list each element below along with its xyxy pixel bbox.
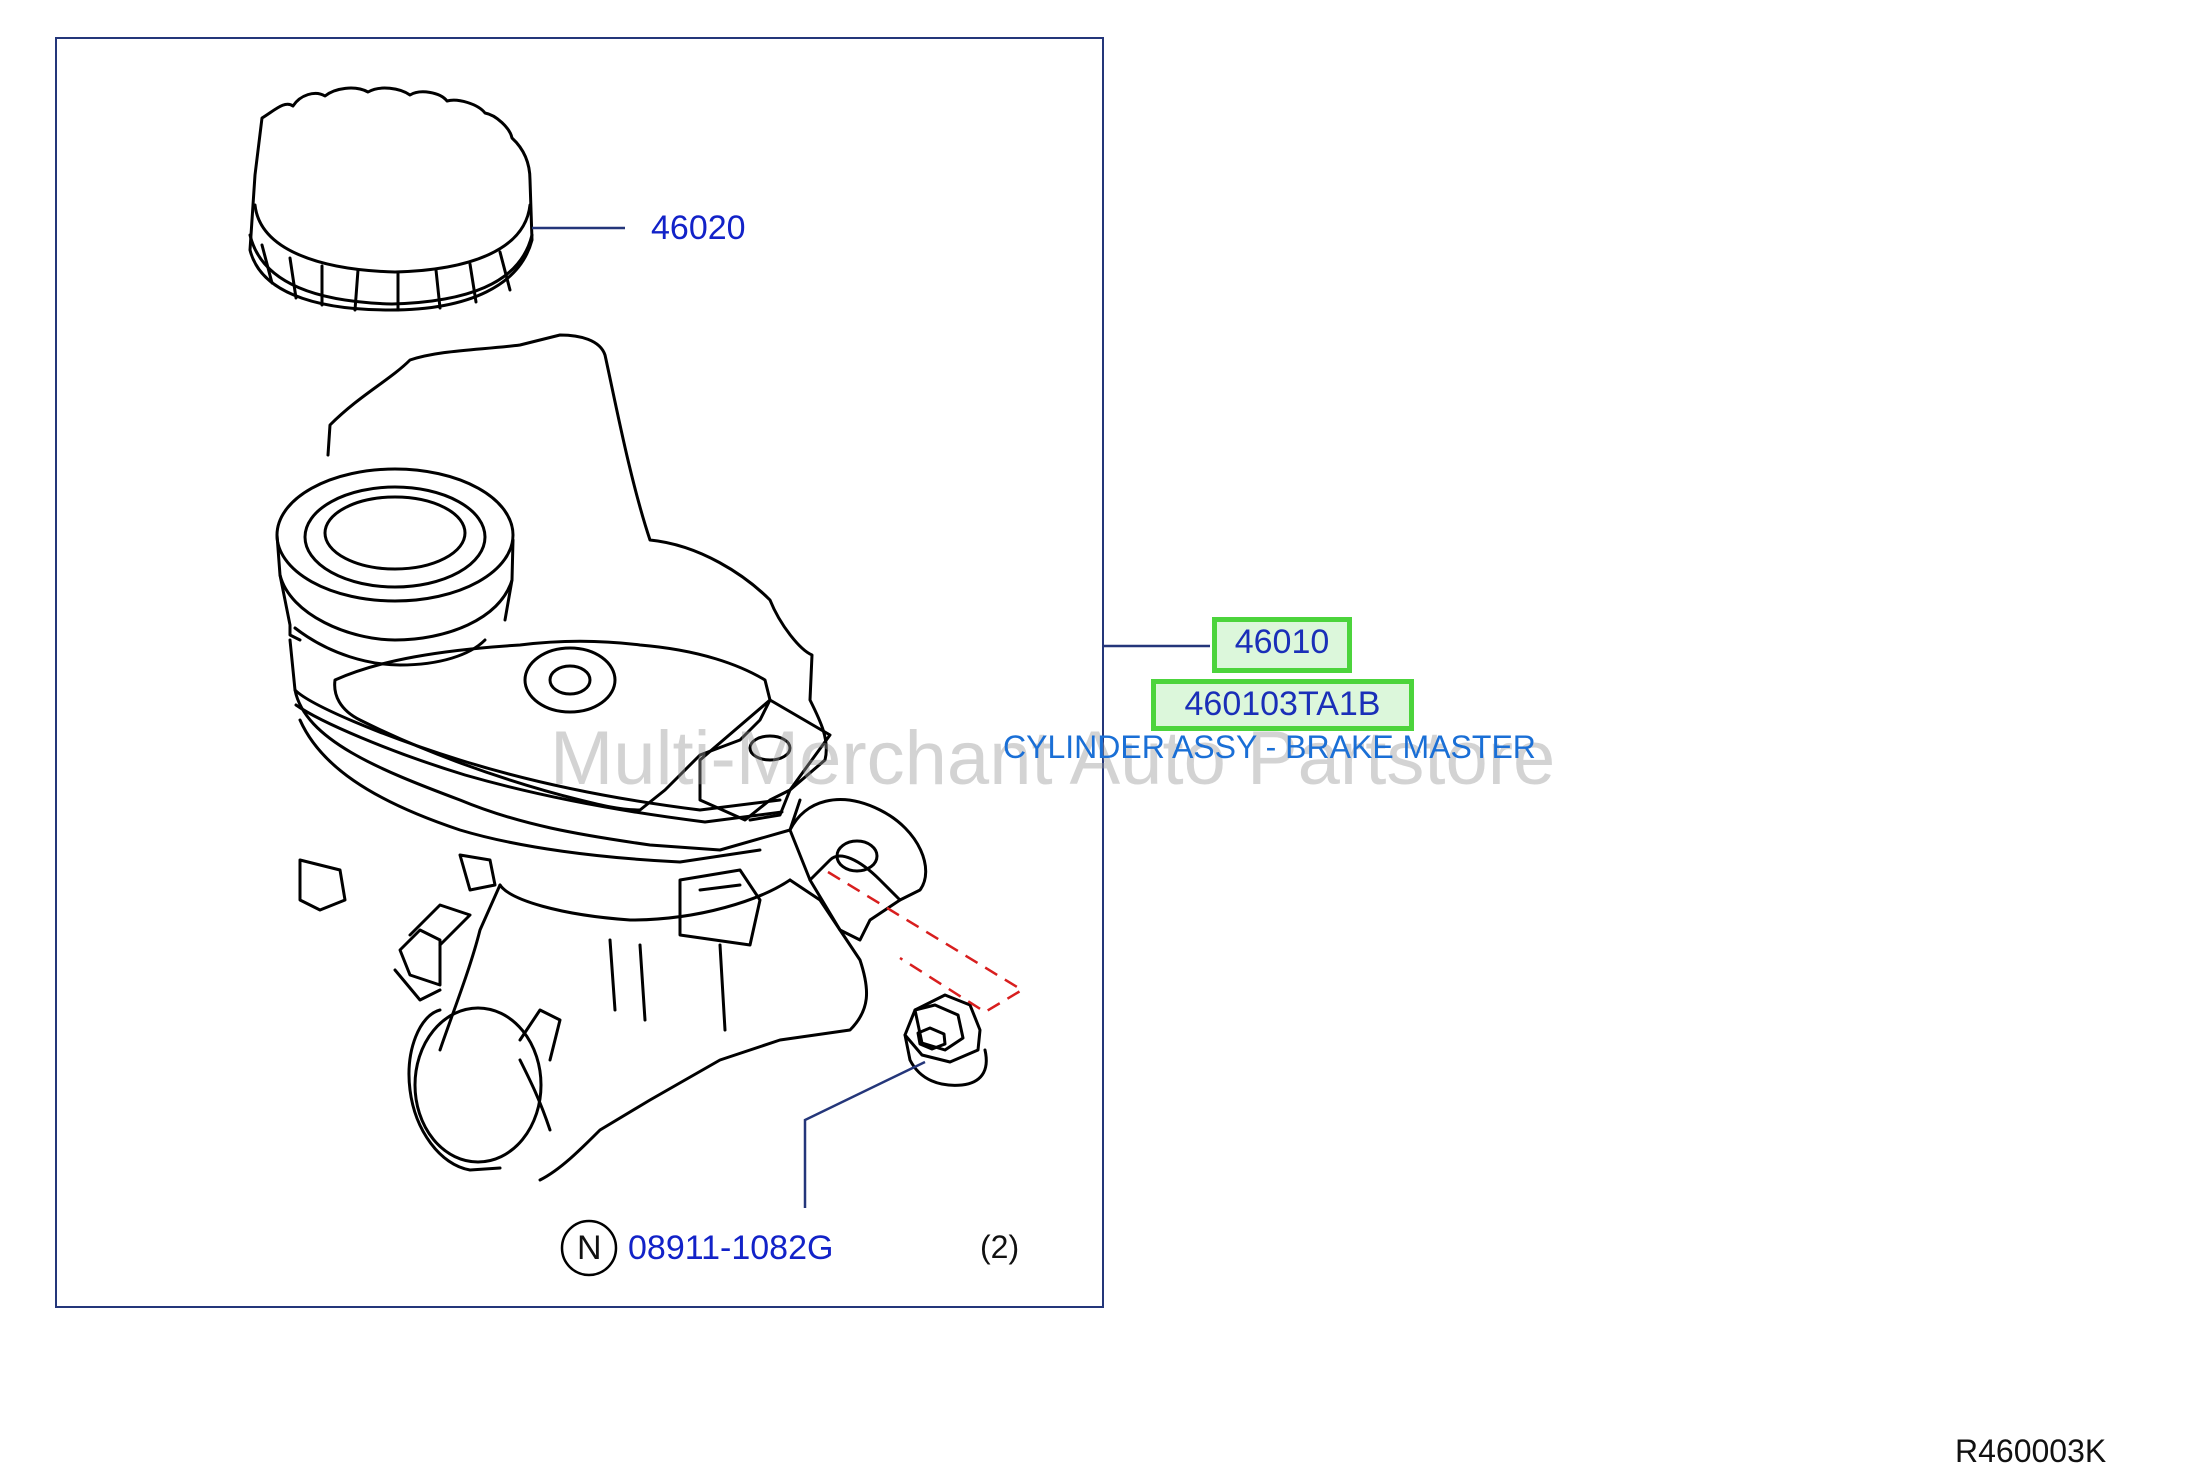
- reservoir-cap-icon[interactable]: [248, 86, 534, 312]
- assembly-description[interactable]: CYLINDER ASSY - BRAKE MASTER: [1003, 729, 1536, 765]
- master-cylinder-icon[interactable]: [275, 333, 928, 1182]
- assembly-guide-dashed: [827, 870, 1025, 1014]
- diagram-frame: [55, 37, 1104, 1308]
- assembly-part-number[interactable]: 46010: [1212, 617, 1352, 673]
- nut-marker-letter: N: [577, 1229, 602, 1267]
- flange-nut-icon[interactable]: [903, 993, 988, 1087]
- nut-quantity: (2): [980, 1229, 1020, 1265]
- nut-leader-line: [803, 1060, 926, 1208]
- leader-lines: [532, 226, 1210, 1208]
- nut-part-label[interactable]: 08911-1082G: [628, 1229, 834, 1267]
- n-circle-icon: [560, 1219, 618, 1277]
- diagram-code: R460003K: [1955, 1433, 2107, 1469]
- cap-part-label[interactable]: 46020: [651, 209, 746, 247]
- assembly-oem-number[interactable]: 460103TA1B: [1151, 679, 1414, 731]
